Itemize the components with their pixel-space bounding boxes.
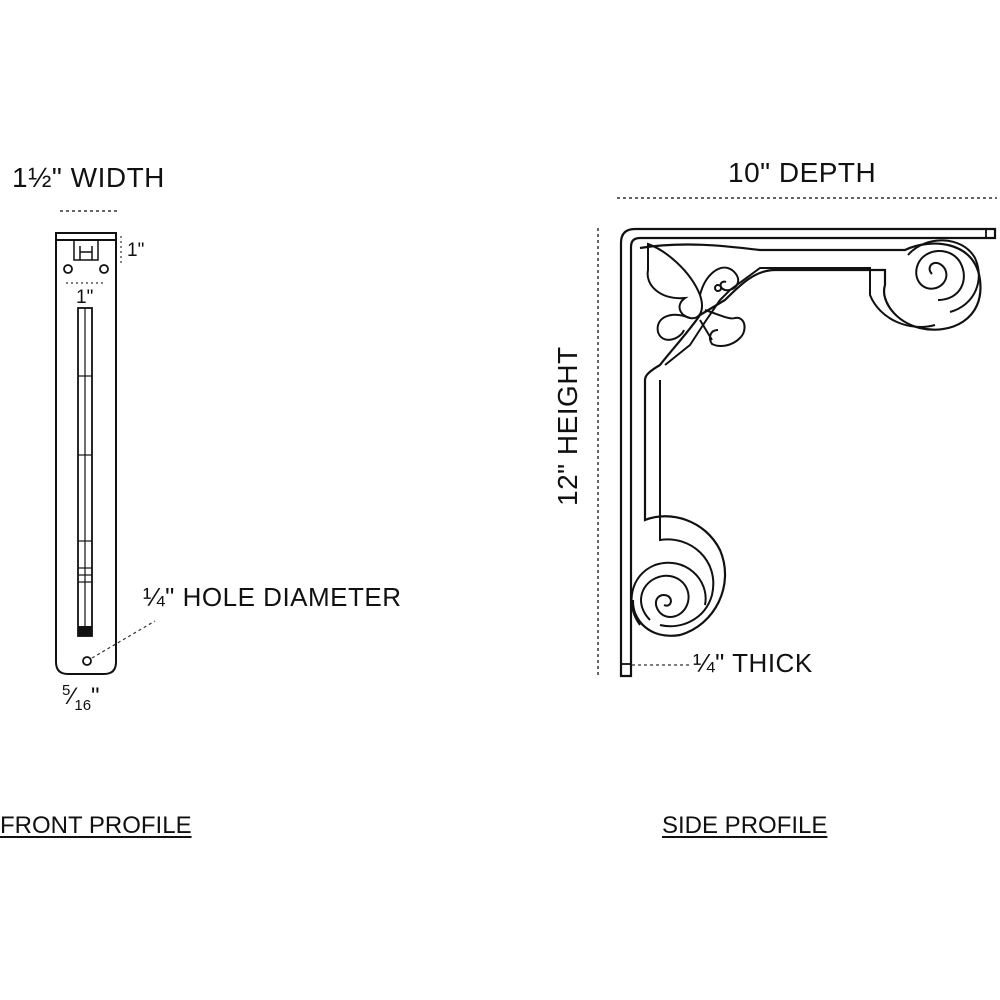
side-depth-label: 10" DEPTH	[728, 157, 877, 188]
front-profile-caption: FRONT PROFILE	[0, 812, 192, 839]
front-bar-outline	[55, 232, 117, 675]
top-hole-right	[99, 264, 109, 274]
front-width-label: 1½" WIDTH	[12, 162, 165, 193]
bottom-hole-label-denominator: 16	[74, 696, 92, 714]
hole-diameter-leader	[91, 620, 156, 659]
front-bottom-hole-label: 5⁄16"	[62, 682, 100, 714]
side-profile-caption: SIDE PROFILE	[662, 812, 828, 839]
front-hole-diameter-label: ¼" HOLE DIAMETER	[143, 582, 402, 612]
bracket-outer-frame	[619, 227, 997, 678]
top-scroll-spiral	[907, 239, 980, 313]
bracket-scroll-body	[631, 242, 982, 637]
bottom-hole-label-numerator: 5	[62, 682, 71, 699]
side-thickness-label: ¼" THICK	[693, 648, 813, 678]
bottom-scroll-spiral	[630, 561, 707, 626]
front-hole-spacing-label: 1"	[127, 240, 145, 261]
top-hole-left	[63, 264, 73, 274]
side-height-label: 12" HEIGHT	[552, 346, 583, 506]
fleur-de-lis-ornament	[646, 242, 746, 347]
front-hole-offset-label: 1"	[76, 287, 94, 308]
bottom-hole-label-unit: "	[91, 683, 100, 710]
bottom-hole	[82, 656, 92, 666]
